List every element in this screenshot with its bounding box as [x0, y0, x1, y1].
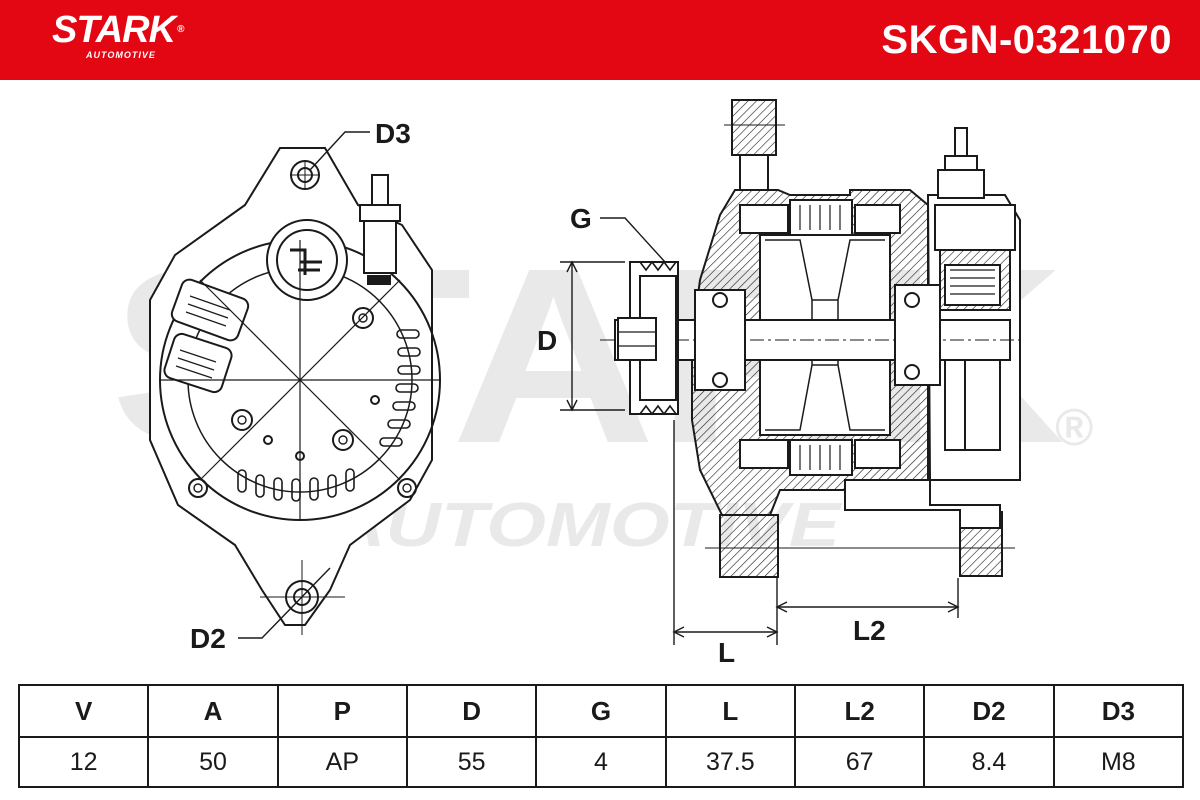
- pulley-nut: [617, 317, 657, 361]
- spec-value-l2: 67: [793, 736, 926, 788]
- spec-header-v: V: [17, 684, 150, 738]
- spec-value-d3: M8: [1052, 736, 1185, 788]
- spec-header-row: V A P D G L L2 D2 D3: [17, 684, 1185, 738]
- brand-name: STARK®: [52, 9, 185, 51]
- part-code: SKGN-0321070: [881, 18, 1172, 62]
- label-d: D: [537, 325, 557, 356]
- spec-value-d: 55: [405, 736, 538, 788]
- spec-value-p: AP: [276, 736, 408, 788]
- b-terminal-stud: [359, 174, 401, 285]
- spec-value-row: 12 50 AP 55 4 37.5 67 8.4 M8: [17, 736, 1185, 788]
- vent-slots: [237, 329, 421, 502]
- label-d3: D3: [375, 118, 411, 149]
- brand-logo: STARK® AUTOMOTIVE: [52, 9, 185, 60]
- stator-winding-top: [789, 199, 853, 236]
- spec-header-d3: D3: [1052, 684, 1185, 738]
- bottom-mount-lug: [719, 514, 779, 578]
- regulator-cap: [266, 219, 348, 301]
- spec-value-g: 4: [535, 736, 667, 788]
- rear-bearing: [894, 284, 941, 386]
- spec-header-d2: D2: [923, 684, 1055, 738]
- spec-table: V A P D G L L2 D2 D3 12 50 AP 55 4 37.5 …: [17, 684, 1185, 788]
- plug-connector: [163, 278, 250, 394]
- watermark-registered: ®: [1055, 399, 1093, 457]
- spec-header-l2: L2: [793, 684, 926, 738]
- brand-registered-mark: ®: [177, 24, 184, 35]
- front-view: [149, 131, 441, 639]
- technical-drawing: STARK AUTOMOTIVE ®: [110, 99, 1093, 668]
- leader-g: [600, 217, 666, 263]
- spec-value-v: 12: [17, 736, 150, 788]
- label-d2: D2: [190, 623, 226, 654]
- spec-value-a: 50: [147, 736, 279, 788]
- dimension-d: [560, 260, 625, 412]
- spec-value-d2: 8.4: [923, 736, 1055, 788]
- label-l2: L2: [853, 615, 886, 646]
- dimension-l: [672, 420, 779, 645]
- side-view: [560, 99, 1025, 645]
- spec-header-p: P: [276, 684, 408, 738]
- header-bar: STARK® AUTOMOTIVE SKGN-0321070: [0, 0, 1200, 80]
- front-bearing: [694, 289, 746, 391]
- spec-value-l: 37.5: [664, 736, 796, 788]
- spec-header-g: G: [535, 684, 667, 738]
- spec-header-a: A: [147, 684, 279, 738]
- label-g: G: [570, 203, 592, 234]
- spec-header-l: L: [664, 684, 796, 738]
- brand-subtitle: AUTOMOTIVE: [86, 50, 156, 60]
- top-mount-lug: [731, 99, 777, 156]
- dimension-l2: [775, 578, 960, 618]
- label-l: L: [718, 637, 735, 668]
- spec-header-d: D: [405, 684, 538, 738]
